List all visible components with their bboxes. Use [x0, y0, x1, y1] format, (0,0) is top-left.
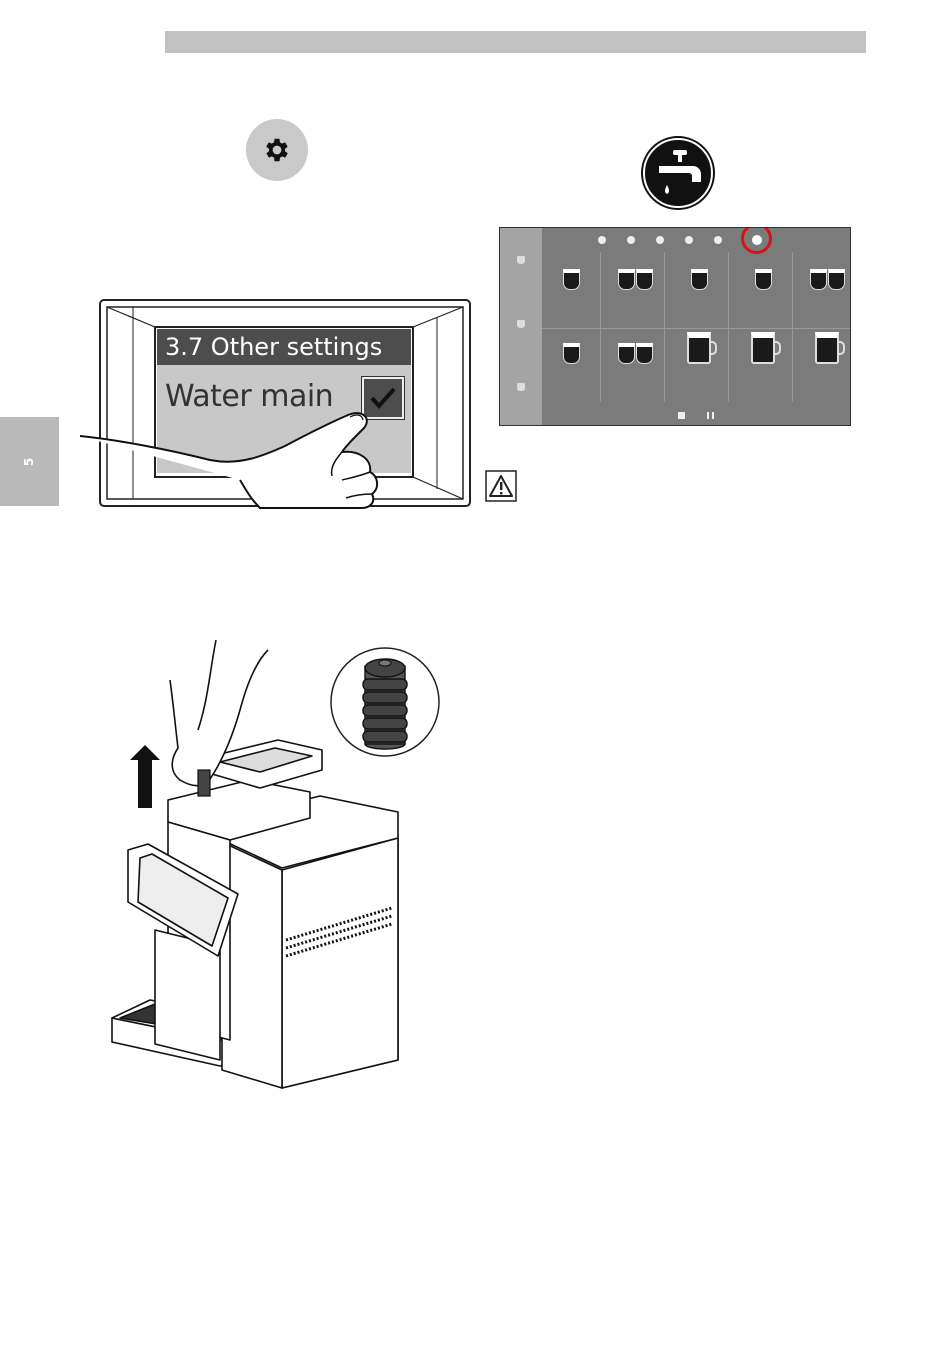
top-button[interactable]: [685, 236, 693, 244]
drink-tile[interactable]: [668, 328, 730, 398]
grid-view-icon[interactable]: [678, 412, 685, 419]
top-button[interactable]: [598, 236, 606, 244]
list-view-icon[interactable]: [707, 412, 714, 419]
cup-icon: [691, 269, 708, 290]
mug-icon: [815, 332, 839, 364]
cup-icon: [618, 269, 635, 290]
drink-tile[interactable]: [540, 254, 602, 324]
drink-tile[interactable]: [796, 328, 851, 398]
mug-icon: [687, 332, 711, 364]
cup-icon: [636, 269, 653, 290]
milk-icon: [517, 320, 525, 328]
cup-icon: [755, 269, 772, 290]
drink-tile[interactable]: [732, 328, 794, 398]
mug-icon: [751, 332, 775, 364]
drink-tile[interactable]: [732, 254, 794, 324]
gear-icon: [262, 135, 292, 165]
chapter-tab: 5: [0, 417, 59, 506]
coffee-machine-illustration: [100, 640, 420, 1110]
sidebar-item-hot-water[interactable]: [500, 383, 542, 394]
cup-icon: [618, 343, 635, 364]
cup-icon: [636, 343, 653, 364]
menu-sidebar: [500, 228, 542, 425]
drink-menu-screen: [499, 227, 851, 426]
cup-icon: [563, 343, 580, 364]
drink-tile[interactable]: [540, 328, 602, 398]
cup-icon: [810, 269, 827, 290]
pointing-hand: [80, 380, 400, 510]
water-tap-icon: [643, 138, 713, 208]
cup-icon: [563, 269, 580, 290]
arrow-up-icon: [130, 745, 160, 808]
drink-tile[interactable]: [796, 254, 851, 324]
settings-button[interactable]: [246, 119, 308, 181]
cup-icon: [828, 269, 845, 290]
cup-icon: [517, 256, 525, 264]
header-bar: [165, 31, 866, 53]
hot-water-icon: [517, 383, 525, 391]
settings-title: 3.7 Other settings: [157, 329, 411, 365]
sidebar-item-milk[interactable]: [500, 320, 542, 331]
top-button[interactable]: [627, 236, 635, 244]
sidebar-item-coffee[interactable]: [500, 256, 542, 267]
drink-tile[interactable]: [604, 328, 666, 398]
drink-tile[interactable]: [604, 254, 666, 324]
top-button[interactable]: [656, 236, 664, 244]
drink-tile[interactable]: [668, 254, 730, 324]
warning-triangle-icon: [485, 470, 517, 502]
top-button[interactable]: [714, 236, 722, 244]
chapter-number: 5: [22, 457, 36, 465]
highlight-ring: [741, 227, 772, 254]
